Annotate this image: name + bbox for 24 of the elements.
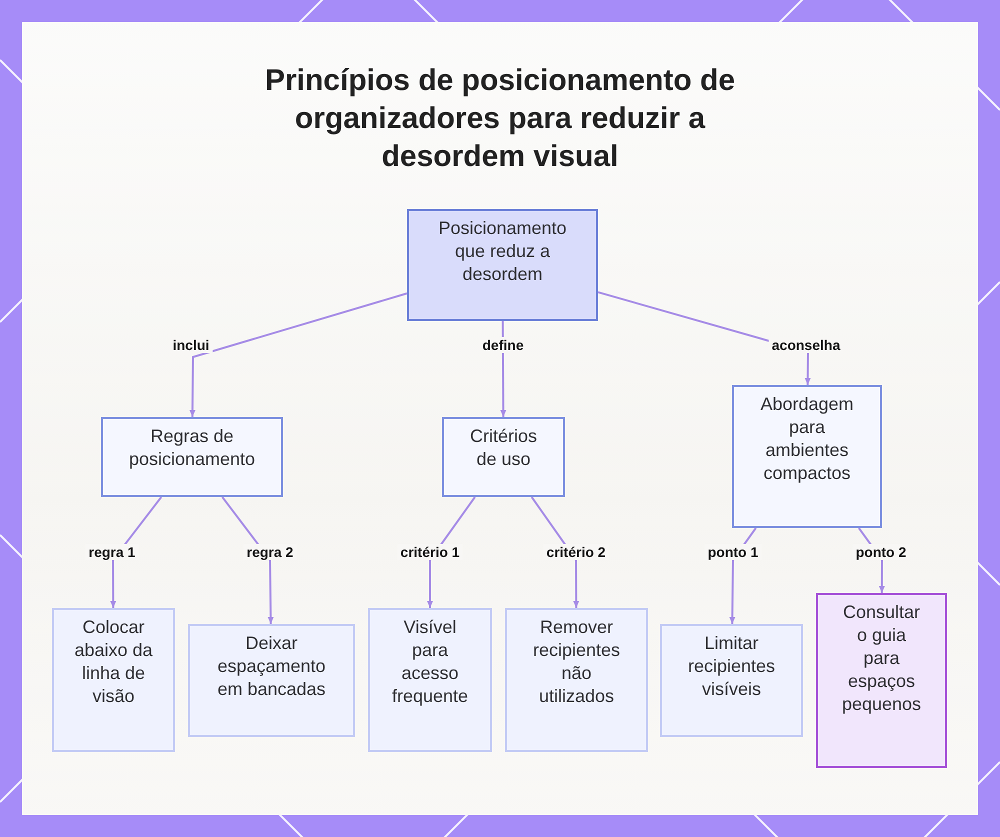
node-label: Colocar abaixo da linha de visão — [73, 616, 154, 708]
node-label: Visível para acesso frequente — [390, 616, 470, 708]
edge-label: aconselha — [768, 337, 844, 353]
connector-arrow — [189, 292, 408, 418]
process-box — [732, 385, 882, 528]
process-box — [407, 209, 598, 321]
connector-arrow — [222, 496, 274, 624]
node-label: Limitar recipientes visíveis — [686, 632, 776, 701]
node-label: Remover recipientes não utilizados — [532, 616, 622, 708]
process-box — [816, 593, 947, 768]
process-box — [52, 608, 175, 752]
process-box — [505, 608, 648, 752]
node-label: Critérios de uso — [468, 425, 538, 471]
node-label: Posicionamento que reduz a desordem — [437, 217, 568, 286]
node-label: Deixar espaçamento em bancadas — [216, 632, 327, 701]
process-box — [660, 624, 803, 737]
process-box — [368, 608, 492, 752]
node-label: Abordagem para ambientes compactos — [759, 393, 855, 485]
diagram-title: Princípios de posicionamento de organizadores para reduzir a desordem visual — [264, 63, 736, 175]
process-box — [442, 417, 565, 497]
node-label: Regras de posicionamento — [128, 425, 256, 471]
node-label: Consultar o guia para espaços pequenos — [842, 601, 922, 716]
process-box — [101, 417, 283, 497]
process-box — [188, 624, 355, 737]
